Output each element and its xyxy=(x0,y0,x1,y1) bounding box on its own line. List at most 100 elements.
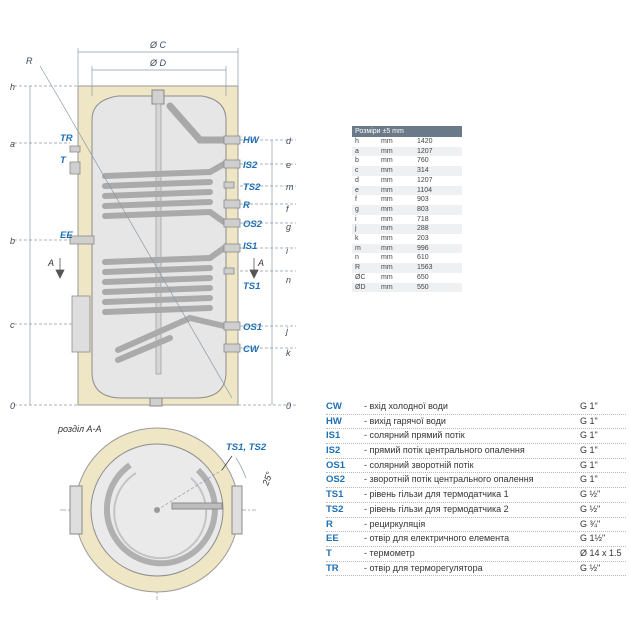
table-cell-value: 650 xyxy=(417,273,429,281)
section-a-a: розділ А-А TS1, TS2 25° xyxy=(57,424,275,600)
legend-desc: - солярний зворотній потік xyxy=(364,459,474,470)
table-row: ØC mm 650 xyxy=(352,273,462,283)
table-cell-value: 314 xyxy=(414,166,462,176)
table-cell-key: e xyxy=(352,185,378,196)
conn-label-is1: IS1 xyxy=(243,241,257,252)
section-mark-left: A xyxy=(47,258,54,268)
legend-desc: - зворотній потік центрального опалення xyxy=(364,474,534,485)
legend-val: G 1" xyxy=(580,415,598,426)
dim-label-m: m xyxy=(286,182,294,192)
table-cell-key: R xyxy=(352,263,378,273)
legend-desc: - отвір для терморегулятора xyxy=(364,562,483,573)
table-cell-key: i xyxy=(355,215,357,223)
legend-desc: - рециркуляція xyxy=(364,518,426,529)
dim-label-f: f xyxy=(286,204,290,214)
dim-label-n: n xyxy=(286,275,291,285)
legend-val: Ø 14 x 1.5 xyxy=(580,547,622,558)
legend-code: IS1 xyxy=(326,430,341,442)
dim-label-0-left: 0 xyxy=(10,401,15,411)
table-cell-unit: mm xyxy=(381,254,393,262)
section-mark-right: A xyxy=(257,258,264,268)
legend-val: G 1½" xyxy=(580,533,606,544)
table-cell-unit: mm xyxy=(381,196,393,204)
legend-val: G 1" xyxy=(580,474,598,485)
conn-label-ee: EE xyxy=(60,230,73,241)
legend-code: OS2 xyxy=(326,474,346,486)
table-cell-value: 288 xyxy=(414,224,462,235)
dim-label-i: i xyxy=(286,246,289,256)
conn-label-cw: CW xyxy=(243,344,260,355)
legend-code: HW xyxy=(326,415,342,427)
table-cell-unit: mm xyxy=(381,273,393,281)
table-cell-key: d xyxy=(355,176,359,184)
legend-desc: - отвір для електричного елемента xyxy=(364,533,510,544)
legend-row: OS2 - зворотній потік центрального опален… xyxy=(326,473,626,489)
lower-coil xyxy=(102,245,227,363)
legend-desc: - прямий потік центрального опалення xyxy=(364,445,525,456)
table-cell-value: 903 xyxy=(417,196,429,204)
table-cell-value: 1207 xyxy=(414,146,462,157)
legend-desc: - солярний прямий потік xyxy=(364,430,465,441)
section-sensor-label: TS1, TS2 xyxy=(226,442,267,453)
table-cell-unit: mm xyxy=(378,166,414,176)
dim-label-dia-c: Ø C xyxy=(149,40,167,50)
dim-label-d: d xyxy=(286,136,292,146)
dim-label-b: b xyxy=(10,236,15,246)
table-cell-value: 203 xyxy=(417,235,429,243)
dimensions-table-header: Розміри ±5 mm xyxy=(352,126,462,137)
angle-label: 25° xyxy=(260,470,275,488)
legend-desc: - рівень гільзи для термодатчика 2 xyxy=(364,503,509,514)
legend-row: HW - вихід гарячої води G 1" xyxy=(326,415,626,430)
table-cell-unit: mm xyxy=(378,185,414,196)
legend-desc: - вхід холодної води xyxy=(364,401,448,411)
dim-label-j: j xyxy=(285,326,289,336)
legend-code: CW xyxy=(326,401,342,412)
legend-val: G ½" xyxy=(580,503,601,514)
table-cell-unit: mm xyxy=(378,224,414,235)
legend-code: IS2 xyxy=(326,445,341,457)
section-title: розділ А-А xyxy=(57,424,102,434)
table-cell-value: 610 xyxy=(417,254,429,262)
table-row: i mm 718 xyxy=(352,215,462,225)
table-cell-unit: mm xyxy=(381,215,393,223)
dim-label-dia-d: Ø D xyxy=(149,58,167,68)
table-cell-key: ØD xyxy=(352,282,378,293)
table-cell-value: 1563 xyxy=(414,263,462,273)
table-cell-key: b xyxy=(355,157,359,165)
table-cell-key: ØC xyxy=(355,273,366,281)
table-cell-unit: mm xyxy=(378,243,414,254)
boiler-elevation: Ø C Ø D R h a b c 0 d e m f g i n j k 0 … xyxy=(10,40,296,411)
conn-label-is2: IS2 xyxy=(243,160,258,171)
dim-label-e: e xyxy=(286,160,291,170)
table-cell-unit: mm xyxy=(381,138,393,145)
legend-val: G 1" xyxy=(580,430,598,441)
legend-row: IS1 - солярний прямий потік G 1" xyxy=(326,429,626,445)
table-cell-unit: mm xyxy=(378,263,414,273)
table-cell-unit: mm xyxy=(381,157,393,165)
conn-label-tr: TR xyxy=(60,133,73,144)
legend-desc: - вихід гарячої води xyxy=(364,415,446,426)
table-cell-value: 1420 xyxy=(417,138,433,145)
table-cell-value: 718 xyxy=(417,215,429,223)
conn-label-os2: OS2 xyxy=(243,219,263,230)
table-cell-value: 760 xyxy=(417,157,429,165)
table-row: b mm 760 xyxy=(352,156,462,166)
conn-label-r: R xyxy=(243,200,250,211)
table-cell-value: 550 xyxy=(414,282,462,293)
table-cell-unit: mm xyxy=(378,282,414,293)
connection-legend: CW - вхід холодної води G 1" HW - вихід гаря… xyxy=(326,400,626,577)
